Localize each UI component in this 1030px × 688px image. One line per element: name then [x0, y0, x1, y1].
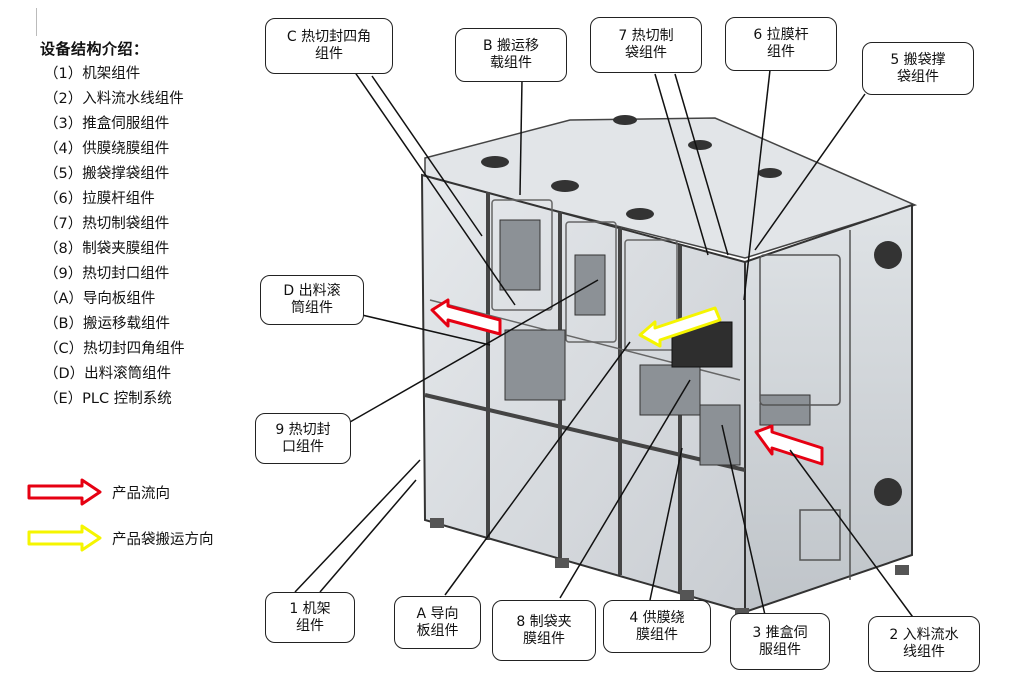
- callout-9: 9 热切封 口组件: [255, 413, 351, 464]
- legend-item: （6）拉膜杆组件: [44, 187, 185, 212]
- legend-item: （8）制袋夹膜组件: [44, 237, 185, 262]
- callout-2: 2 入料流水 线组件: [868, 616, 980, 672]
- callout-5: 5 搬袋撑 袋组件: [862, 42, 974, 95]
- corner-mark: [36, 8, 37, 36]
- legend-item: （E）PLC 控制系统: [44, 387, 185, 412]
- legend-item: （B）搬运移载组件: [44, 312, 185, 337]
- callout-d: D 出料滚 筒组件: [260, 275, 364, 325]
- product-flow-legend: 产品流向: [26, 477, 266, 507]
- callout-c: C 热切封四角 组件: [265, 18, 393, 74]
- callout-3: 3 推盒伺 服组件: [730, 613, 830, 670]
- legend-item: （7）热切制袋组件: [44, 212, 185, 237]
- red-arrow-icon: [26, 477, 106, 507]
- legend-item: （C）热切封四角组件: [44, 337, 185, 362]
- callout-8: 8 制袋夹 膜组件: [492, 600, 596, 661]
- legend-title: 设备结构介绍：: [40, 38, 149, 59]
- legend-item: （4）供膜绕膜组件: [44, 137, 185, 162]
- legend-item: （5）搬袋撑袋组件: [44, 162, 185, 187]
- legend-item: （A）导向板组件: [44, 287, 185, 312]
- product-flow-label: 产品流向: [112, 482, 170, 503]
- callout-6: 6 拉膜杆 组件: [725, 17, 837, 71]
- bag-transport-label: 产品袋搬运方向: [112, 528, 214, 549]
- callout-1: 1 机架 组件: [265, 592, 355, 643]
- legend-item: （D）出料滚筒组件: [44, 362, 185, 387]
- legend-item: （9）热切封口组件: [44, 262, 185, 287]
- legend-list: （1）机架组件 （2）入料流水线组件 （3）推盒伺服组件 （4）供膜绕膜组件 （…: [44, 62, 185, 412]
- legend-item: （3）推盒伺服组件: [44, 112, 185, 137]
- legend-item: （2）入料流水线组件: [44, 87, 185, 112]
- yellow-arrow-icon: [26, 523, 106, 553]
- callout-b: B 搬运移 载组件: [455, 28, 567, 82]
- callout-a: A 导向 板组件: [394, 596, 481, 649]
- legend-item: （1）机架组件: [44, 62, 185, 87]
- callout-7: 7 热切制 袋组件: [590, 17, 702, 73]
- bag-transport-legend: 产品袋搬运方向: [26, 523, 266, 553]
- callout-4: 4 供膜绕 膜组件: [603, 600, 711, 653]
